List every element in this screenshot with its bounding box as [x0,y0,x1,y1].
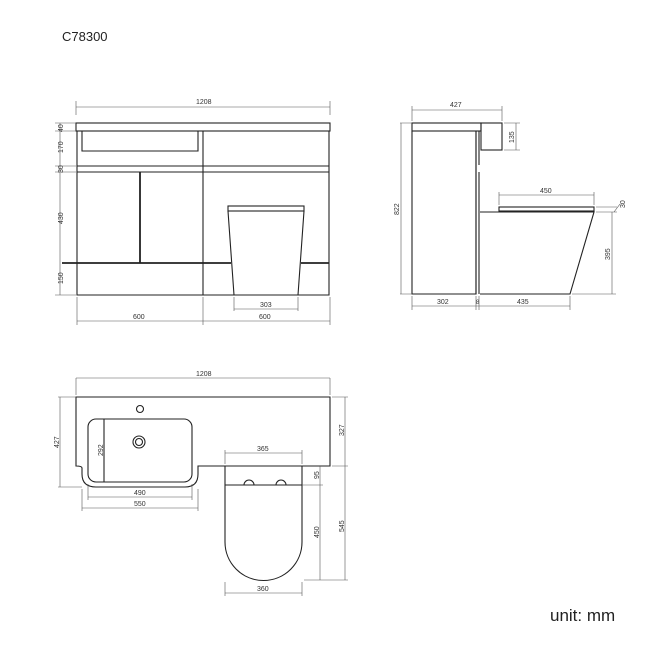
side-cabinet [411,131,477,295]
toilet-seat [227,205,305,212]
front-view: 1208 40 170 30 430 150 600 600 303 [55,99,331,325]
dim-30-seat: 30 [620,200,627,208]
hinge [243,479,287,486]
dim-427-top: 427 [54,436,61,448]
dim-135: 135 [509,131,516,143]
dim-427: 427 [450,102,462,109]
countertop [75,122,331,132]
dim-600-left: 600 [133,314,145,321]
drawing-title: C78300 [62,29,108,44]
dim-40: 40 [58,124,65,132]
top-view: 1208 427 327 545 365 95 450 292 490 550 … [54,371,348,596]
dim-8: 8 [476,300,480,306]
rail [77,165,329,173]
dim-1208-top: 1208 [196,371,212,378]
dim-170: 170 [58,141,65,153]
panel [475,131,480,294]
dim-450-side: 450 [540,188,552,195]
dim-327: 327 [339,424,346,436]
dim-450-top: 450 [314,526,321,538]
dim-365: 365 [257,446,269,453]
dim-150: 150 [58,272,65,284]
dim-545: 545 [339,520,346,532]
dim-95: 95 [314,471,321,479]
side-pan [480,211,595,295]
cistern-box [480,122,503,151]
unit-label: unit: mm [550,606,616,625]
drain [132,435,146,449]
side-countertop [411,122,482,132]
side-seat [498,206,595,212]
dim-435: 435 [517,299,529,306]
dim-30: 30 [58,165,65,173]
dim-302: 302 [437,299,449,306]
basin-bowl [87,418,193,483]
dim-822: 822 [394,203,401,215]
toilet-plan [224,466,303,582]
toilet-pan [227,210,305,296]
dim-550: 550 [134,501,146,508]
dim-292: 292 [98,444,105,456]
basin-front [81,131,199,152]
cabinet-outline [76,131,330,296]
door-lines [62,172,329,264]
dim-490: 490 [134,490,146,497]
tap-hole [135,404,145,414]
dim-430: 430 [58,212,65,224]
dim-1208: 1208 [196,99,212,106]
dim-303: 303 [260,302,272,309]
counter-top-plan [75,396,331,488]
dim-600-right: 600 [259,314,271,321]
side-view: 427 135 822 450 30 395 302 8 435 [394,102,627,310]
dim-395: 395 [605,248,612,260]
dim-360: 360 [257,586,269,593]
